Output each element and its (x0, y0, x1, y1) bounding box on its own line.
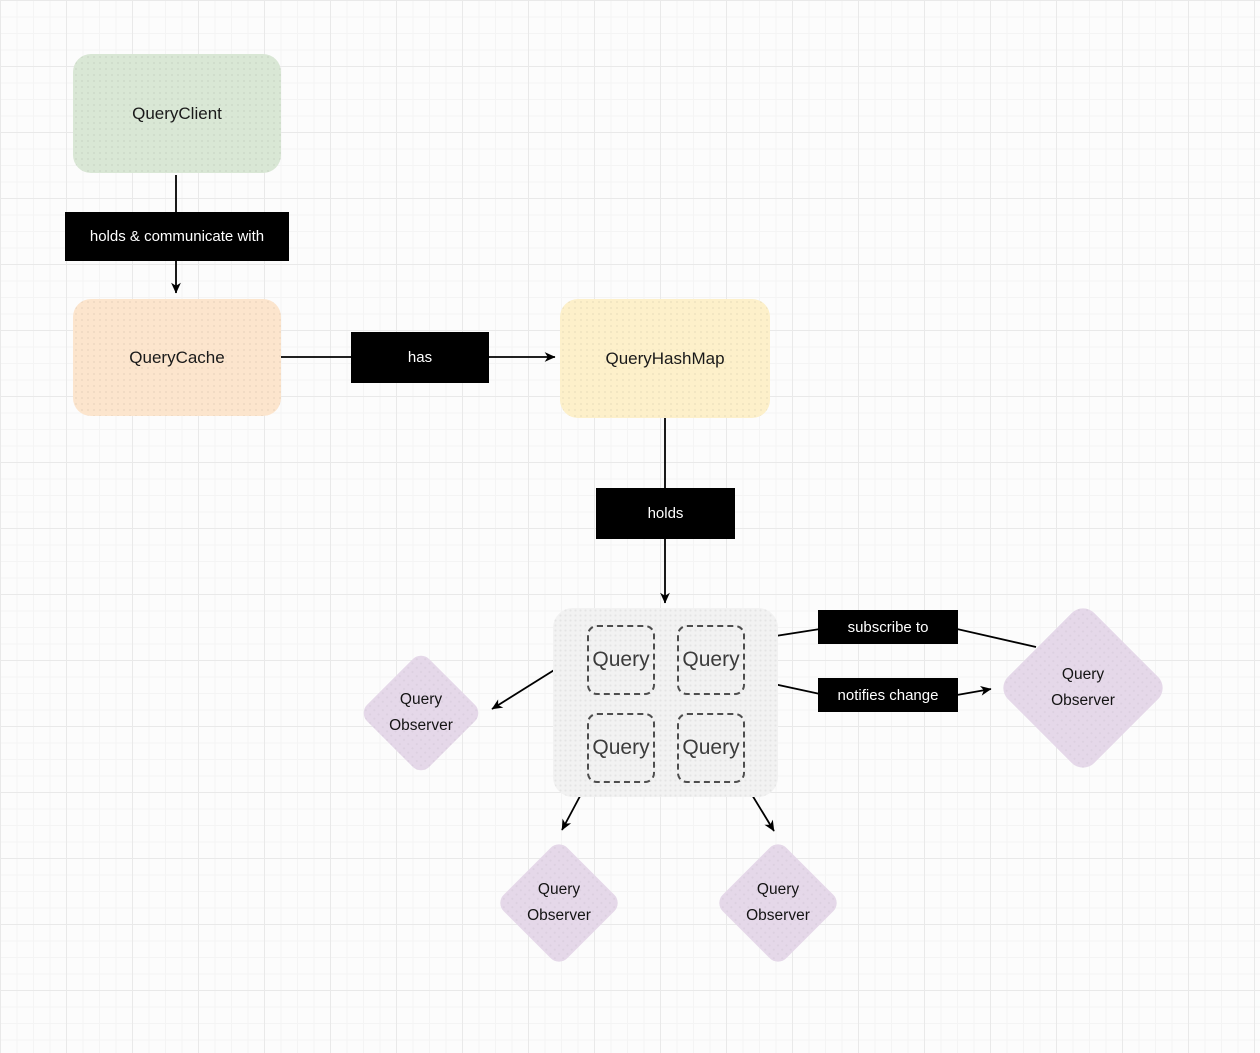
edge-label-holds[interactable]: holds (596, 488, 735, 539)
observer-label-line1: Query (537, 881, 581, 898)
edge-label-subscribe-to[interactable]: subscribe to (818, 610, 958, 644)
node-query-hashmap-label: QueryHashMap (605, 348, 725, 368)
edge-label-holds-communicate[interactable]: holds & communicate with (65, 212, 289, 261)
node-query-observer-left-label: Query Observer (357, 649, 485, 777)
node-query-cache[interactable]: QueryCache (73, 299, 281, 416)
node-query-observer-bottom-left[interactable]: Query Observer (494, 838, 624, 968)
edge-label-notifies-change[interactable]: notifies change (818, 678, 958, 712)
node-query-observer-left[interactable]: Query Observer (357, 649, 485, 777)
observer-label-line1: Query (756, 881, 800, 898)
observer-label-line1: Query (1061, 666, 1105, 683)
observer-label-line2: Observer (746, 907, 810, 924)
edge-label-has-text: has (407, 349, 433, 366)
query-box-label: Query (592, 736, 650, 759)
observer-label-line1: Query (399, 691, 443, 708)
edge-label-holds-text: holds (647, 505, 684, 522)
node-query-observer-bottom-left-label: Query Observer (494, 838, 624, 968)
node-query-observer-bottom-right-label: Query Observer (713, 838, 843, 968)
observer-label-line2: Observer (1051, 692, 1115, 709)
node-query-hashmap[interactable]: QueryHashMap (560, 299, 770, 418)
node-query-client[interactable]: QueryClient (73, 54, 281, 173)
query-map-container[interactable]: Query Query Query Query (553, 608, 778, 797)
node-query-observer-bottom-right[interactable]: Query Observer (713, 838, 843, 968)
node-query-client-label: QueryClient (132, 103, 222, 123)
edge-label-holds-communicate-text: holds & communicate with (89, 228, 265, 245)
node-query-cache-label: QueryCache (129, 347, 225, 367)
query-box-label: Query (682, 736, 740, 759)
observer-label-line2: Observer (527, 907, 591, 924)
edge-label-subscribe-to-text: subscribe to (847, 618, 929, 636)
observer-label-line2: Observer (389, 717, 453, 734)
query-box-top-left[interactable]: Query (587, 625, 655, 695)
query-box-label: Query (592, 648, 650, 671)
query-box-label: Query (682, 648, 740, 671)
query-box-bottom-left[interactable]: Query (587, 713, 655, 783)
query-box-top-right[interactable]: Query (677, 625, 745, 695)
edge-label-has[interactable]: has (351, 332, 489, 383)
node-query-observer-right-label: Query Observer (1002, 607, 1164, 769)
query-box-bottom-right[interactable]: Query (677, 713, 745, 783)
edge-label-notifies-change-text: notifies change (837, 686, 939, 704)
node-query-observer-right[interactable]: Query Observer (996, 601, 1170, 775)
